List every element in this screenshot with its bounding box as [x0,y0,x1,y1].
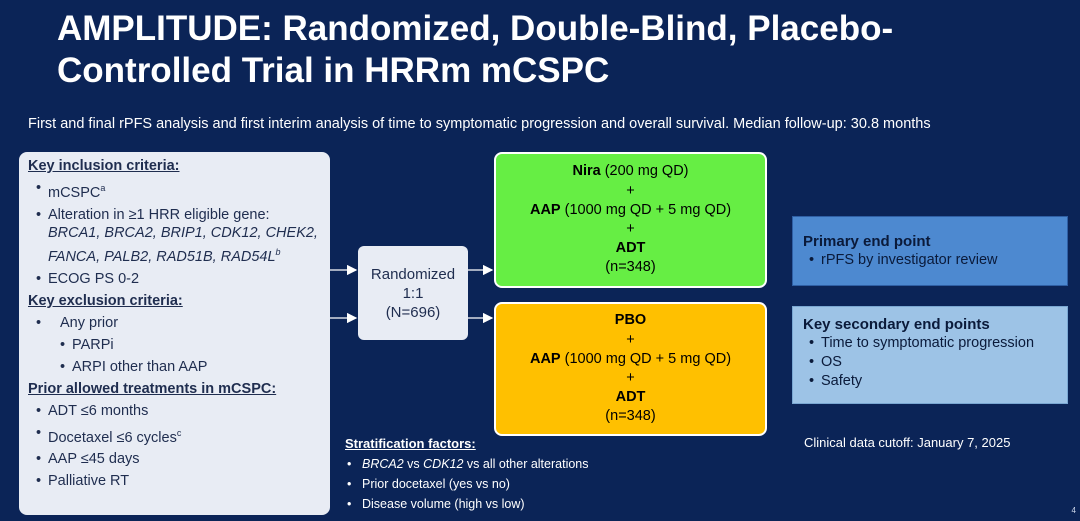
slide-subtitle: First and final rPFS analysis and first … [28,116,931,132]
arm-a-aap-dose: (1000 mg QD + 5 mg QD) [560,201,732,218]
prior-item-adt: ADT ≤6 months [28,402,321,421]
inclusion-heading: Key inclusion criteria: [28,158,180,174]
inclusion-item-alteration: Alteration in ≥1 HRR eligible gene: [28,206,321,225]
randomization-ratio: 1:1 [402,284,424,302]
arm-b-box: PBO + AAP (1000 mg QD + 5 mg QD) + ADT (… [494,302,767,436]
randomized-label: Randomized [370,265,456,283]
arm-a-adt: ADT [615,240,646,257]
randomization-box: Randomized 1:1 (N=696) [358,246,468,340]
arm-a-plus-2: + [626,221,635,237]
prior-item-rt: Palliative RT [28,472,321,491]
arm-b-aap-dose: (1000 mg QD + 5 mg QD) [560,350,732,367]
arm-b-plus-1: + [626,331,635,348]
randomization-n: (N=696) [385,303,441,321]
prior-item-aap: AAP ≤45 days [28,450,321,469]
exclusion-heading: Key exclusion criteria: [28,292,183,309]
inclusion-gene-list: BRCA1, BRCA2, BRIP1, CDK12, CHEK2, FANCA… [48,225,318,265]
secondary-endpoint-box: Key secondary end points Time to symptom… [792,306,1068,404]
stratification-item: Prior docetaxel (yes vs no) [345,474,765,494]
arm-a-aap: AAP [529,201,561,218]
arm-b-n: (n=348) [605,408,656,425]
stratification-heading: Stratification factors: [345,436,476,451]
arm-b-adt: ADT [615,389,646,406]
arm-a-box: Nira (200 mg QD) + AAP (1000 mg QD + 5 m… [494,152,767,288]
inclusion-item-ecog: ECOG PS 0-2 [28,270,321,289]
primary-endpoint-item: rPFS by investigator review [803,251,1057,270]
exclusion-item-any-prior: Any prior [28,314,321,333]
stratification-item: Disease volume (high vs low) [345,494,765,514]
arm-b-aap: AAP [529,350,561,367]
exclusion-item-arpi: ARPI other than AAP [28,358,321,377]
primary-endpoint-box: Primary end point rPFS by investigator r… [792,216,1068,286]
page-number: 4 [1071,506,1076,515]
arm-b-drug: PBO [614,312,647,329]
arm-a-drug-dose: (200 mg QD) [600,163,689,180]
arm-a-drug: Nira [572,163,601,180]
arm-a-plus-1: + [626,182,635,199]
secondary-endpoint-item: Time to symptomatic progression [803,334,1057,353]
secondary-endpoint-heading: Key secondary end points [803,316,990,333]
arm-b-plus-2: + [626,370,635,386]
secondary-endpoint-item: OS [803,353,1057,372]
arm-a-n: (n=348) [605,259,656,276]
slide-title: AMPLITUDE: Randomized, Double-Blind, Pla… [57,9,894,90]
stratification-item: BRCA2 vs CDK12 vs all other alterations [345,454,765,474]
exclusion-item-parpi: PARPi [28,336,321,355]
data-cutoff-note: Clinical data cutoff: January 7, 2025 [804,435,1011,450]
stratification-factors: Stratification factors: BRCA2 vs CDK12 v… [345,434,765,514]
primary-endpoint-heading: Primary end point [803,233,931,250]
inclusion-item-mcspc: mCSPCa [28,179,321,202]
criteria-box: Key inclusion criteria: mCSPCa Alteratio… [19,152,330,515]
secondary-endpoint-item: Safety [803,372,1057,391]
prior-item-docetaxel: Docetaxel ≤6 cyclesc [28,424,321,447]
prior-treatments-heading: Prior allowed treatments in mCSPC: [28,380,277,397]
